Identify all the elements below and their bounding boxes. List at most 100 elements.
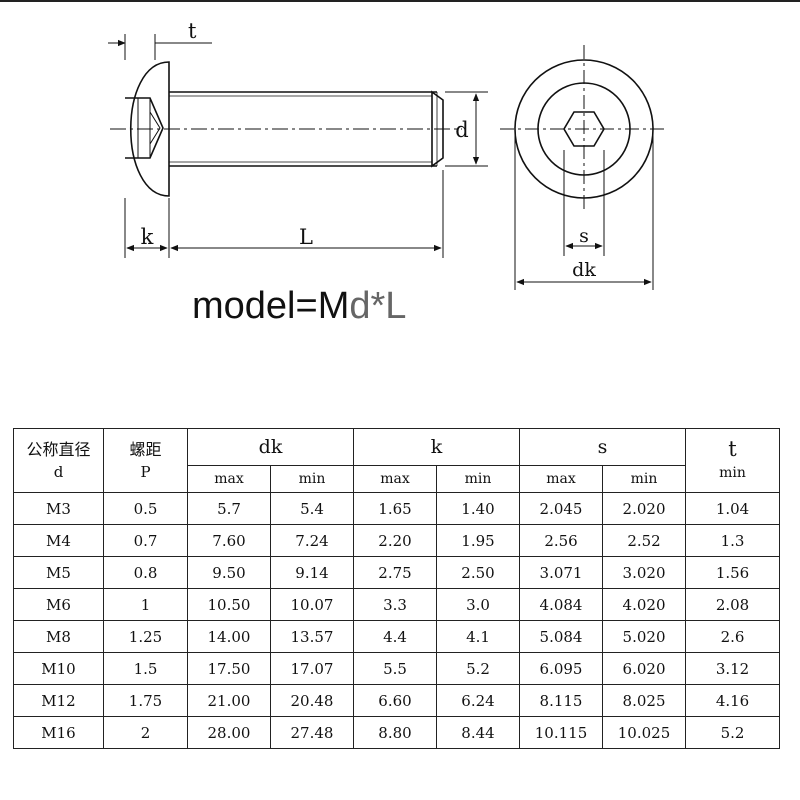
hex-socket-icon — [125, 97, 164, 159]
cell-s-min: 10.025 — [602, 716, 687, 749]
cell-t-min: 5.2 — [685, 716, 781, 749]
cell-k-max: 6.60 — [353, 684, 437, 717]
cell-d: M6 — [13, 588, 104, 621]
cell-dk-min: 17.07 — [270, 652, 354, 685]
label-L: L — [299, 225, 313, 249]
cell-d: M12 — [13, 684, 104, 717]
model-prefix: model=M — [192, 285, 350, 327]
cell-P: 0.8 — [103, 556, 188, 589]
cell-k-min: 3.0 — [435, 588, 521, 621]
end-dimensions — [514, 135, 654, 290]
cell-dk-min: 5.4 — [270, 492, 354, 525]
header-t-min: min — [719, 464, 746, 481]
cell-P: 2 — [103, 716, 188, 749]
cell-dk-max: 10.50 — [187, 588, 271, 621]
cell-k-max: 4.4 — [353, 620, 437, 653]
cell-dk-max: 14.00 — [187, 620, 271, 653]
cell-k-max: 5.5 — [353, 652, 437, 685]
side-dimensions — [108, 34, 488, 258]
cell-k-min: 1.95 — [435, 524, 521, 557]
cell-d: M3 — [13, 492, 104, 525]
cell-k-min: 1.40 — [435, 492, 521, 525]
cell-t-min: 1.04 — [685, 492, 781, 525]
model-star: * — [370, 285, 386, 327]
cell-dk-max: 9.50 — [187, 556, 271, 589]
header-dk-min: min — [270, 465, 354, 493]
end-view — [500, 45, 668, 212]
cell-P: 0.7 — [103, 524, 188, 557]
header-k-min: min — [435, 465, 521, 493]
end-labels: s dk — [572, 225, 596, 281]
header-nominal-zh: 公称直径 — [26, 439, 91, 459]
bolt-technical-drawing: t d k L s dk — [108, 19, 668, 290]
cell-dk-max: 17.50 — [187, 652, 271, 685]
cell-s-max: 5.084 — [519, 620, 604, 653]
model-L: L — [385, 285, 407, 327]
cell-dk-max: 7.60 — [187, 524, 271, 557]
cell-dk-max: 21.00 — [187, 684, 271, 717]
cell-s-max: 10.115 — [519, 716, 604, 749]
cell-P: 1 — [103, 588, 188, 621]
model-formula: model=Md*L — [192, 285, 406, 328]
cell-s-min: 8.025 — [602, 684, 687, 717]
cell-t-min: 2.6 — [685, 620, 781, 653]
header-pitch: 螺距 P — [103, 428, 188, 493]
label-dk: dk — [572, 259, 596, 281]
cell-dk-min: 13.57 — [270, 620, 354, 653]
cell-dk-min: 10.07 — [270, 588, 354, 621]
header-pitch-zh: 螺距 — [129, 439, 162, 459]
side-view — [110, 61, 462, 197]
cell-k-min: 5.2 — [435, 652, 521, 685]
cell-k-max: 2.75 — [353, 556, 437, 589]
top-border — [0, 0, 800, 2]
cell-P: 1.5 — [103, 652, 188, 685]
cell-s-min: 2.52 — [602, 524, 687, 557]
cell-s-max: 4.084 — [519, 588, 604, 621]
cell-k-max: 1.65 — [353, 492, 437, 525]
cell-P: 1.25 — [103, 620, 188, 653]
cell-s-max: 2.56 — [519, 524, 604, 557]
header-dk-max: max — [187, 465, 271, 493]
cell-k-max: 2.20 — [353, 524, 437, 557]
cell-s-max: 3.071 — [519, 556, 604, 589]
cell-t-min: 4.16 — [685, 684, 781, 717]
cell-k-min: 2.50 — [435, 556, 521, 589]
cell-k-min: 6.24 — [435, 684, 521, 717]
header-pitch-sym: P — [140, 462, 151, 481]
cell-dk-min: 27.48 — [270, 716, 354, 749]
header-k: k — [352, 428, 521, 466]
cell-k-max: 3.3 — [353, 588, 437, 621]
cell-d: M10 — [13, 652, 104, 685]
header-t-sym: t — [728, 436, 737, 461]
header-s-min: min — [602, 465, 687, 493]
cell-t-min: 1.56 — [685, 556, 781, 589]
header-s: s — [519, 428, 687, 466]
header-dk: dk — [187, 428, 354, 466]
cell-s-min: 4.020 — [602, 588, 687, 621]
cell-P: 1.75 — [103, 684, 188, 717]
header-t: t min — [685, 428, 781, 493]
cell-k-max: 8.80 — [353, 716, 437, 749]
header-nominal-diameter: 公称直径 d — [13, 428, 104, 493]
button-head-icon — [129, 61, 170, 197]
cell-dk-max: 5.7 — [187, 492, 271, 525]
cell-dk-min: 9.14 — [270, 556, 354, 589]
label-k: k — [141, 225, 154, 249]
cell-s-max: 2.045 — [519, 492, 604, 525]
cell-k-min: 8.44 — [435, 716, 521, 749]
model-d: d — [349, 285, 371, 327]
header-nominal-sym: d — [53, 462, 64, 481]
label-s: s — [579, 225, 589, 247]
cell-d: M4 — [13, 524, 104, 557]
header-s-max: max — [519, 465, 604, 493]
cell-t-min: 3.12 — [685, 652, 781, 685]
cell-t-min: 1.3 — [685, 524, 781, 557]
